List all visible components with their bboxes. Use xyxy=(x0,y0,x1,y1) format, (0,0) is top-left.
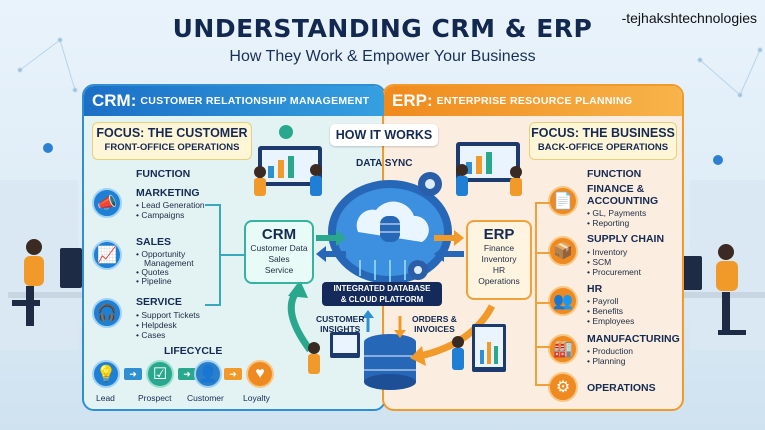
erp-hr-item: • Employees xyxy=(587,316,635,326)
erp-supply-item: • SCM xyxy=(587,257,612,267)
erp-card: ERP Finance Inventory HR Operations xyxy=(466,220,532,300)
boxes-icon: 📦 xyxy=(548,236,578,266)
crm-lifecycle-label: LIFECYCLE xyxy=(164,345,223,357)
crm-focus-sub: FRONT-OFFICE OPERATIONS xyxy=(104,142,240,153)
crm-function-label: FUNCTION xyxy=(136,168,191,180)
crm-service-item: • Support Tickets xyxy=(136,310,200,320)
crm-marketing-item: • Lead Generation xyxy=(136,200,205,210)
page-title: UNDERSTANDING CRM & ERP xyxy=(172,14,593,43)
watermark-text: -tejhakshtechnologies xyxy=(621,10,757,26)
crm-sales-item: • Opportunity xyxy=(136,249,186,259)
crm-sales-item: • Quotes xyxy=(136,267,169,277)
erp-manufacturing-item: • Production xyxy=(587,346,633,356)
crm-service-item: • Cases xyxy=(136,330,166,340)
erp-abbr: ERP: xyxy=(392,91,433,110)
arrow-right-icon: ➜ xyxy=(224,368,242,380)
arrow-right-icon: ➜ xyxy=(178,368,196,380)
factory-icon: 🏭 xyxy=(548,334,578,364)
crm-focus-title: FOCUS: THE CUSTOMER xyxy=(96,126,248,140)
erp-finance-label-2: ACCOUNTING xyxy=(587,195,659,207)
crm-abbr: CRM: xyxy=(92,91,137,110)
crm-sales-label: SALES xyxy=(136,236,172,248)
crm-service-item: • Helpdesk xyxy=(136,320,177,330)
how-it-works-label: HOW IT WORKS xyxy=(330,124,438,146)
erp-card-title: ERP xyxy=(483,226,515,243)
erp-card-line: Finance xyxy=(483,243,515,253)
people-icon: 👥 xyxy=(548,286,578,316)
erp-hr-item: • Benefits xyxy=(587,306,624,316)
crm-service-label: SERVICE xyxy=(136,296,182,308)
customer-insights-line-2: INSIGHTS xyxy=(320,324,361,334)
erp-hr-item: • Payroll xyxy=(587,296,619,306)
platform-line-1: INTEGRATED DATABASE xyxy=(333,284,431,293)
orders-invoices-line-2: INVOICES xyxy=(414,324,455,334)
crm-focus-box: FOCUS: THE CUSTOMER FRONT-OFFICE OPERATI… xyxy=(92,122,252,160)
customer-insights-line-1: CUSTOMER xyxy=(316,314,365,324)
orders-invoices-line-1: ORDERS & xyxy=(412,314,457,324)
crm-card-line: Service xyxy=(264,265,294,275)
lifecycle-loyalty: Loyalty xyxy=(243,393,270,403)
erp-operations-label: OPERATIONS xyxy=(587,382,656,394)
erp-hr-label: HR xyxy=(587,283,603,295)
finance-document-icon: 📄 xyxy=(548,186,578,216)
center-diagram xyxy=(254,125,522,390)
erp-supply-label: SUPPLY CHAIN xyxy=(587,233,665,245)
crm-sales-item: Management xyxy=(144,258,194,268)
integrated-platform-label: INTEGRATED DATABASE & CLOUD PLATFORM xyxy=(322,282,442,306)
sales-chart-icon: 📈 xyxy=(92,240,122,270)
erp-card-line: Inventory xyxy=(481,254,517,264)
erp-card-line: Operations xyxy=(478,276,520,286)
erp-finance-label: FINANCE & xyxy=(587,183,645,195)
erp-header: ERP: ENTERPRISE RESOURCE PLANNING xyxy=(384,86,682,116)
erp-manufacturing-item: • Planning xyxy=(587,356,626,366)
lifecycle-lead: Lead xyxy=(96,393,115,403)
gear-icon: ⚙ xyxy=(548,372,578,402)
erp-focus-sub: BACK-OFFICE OPERATIONS xyxy=(537,142,669,153)
crm-header: CRM: CUSTOMER RELATIONSHIP MANAGEMENT xyxy=(84,86,384,116)
headset-icon: 🎧 xyxy=(92,298,122,328)
data-sync-label: DATA SYNC xyxy=(356,158,413,169)
megaphone-icon: 📣 xyxy=(92,188,122,218)
platform-line-2: & CLOUD PLATFORM xyxy=(340,295,424,304)
erp-supply-item: • Procurement xyxy=(587,267,641,277)
erp-function-label: FUNCTION xyxy=(587,168,642,180)
erp-finance-item: • Reporting xyxy=(587,218,630,228)
crm-marketing-item: • Campaigns xyxy=(136,210,185,220)
erp-finance-item: • GL, Payments xyxy=(587,208,647,218)
erp-supply-item: • Inventory xyxy=(587,247,628,257)
crm-sales-item: • Pipeline xyxy=(136,276,172,286)
orders-invoices-label: ORDERS & INVOICES xyxy=(412,314,457,334)
checklist-icon: ☑ xyxy=(146,360,174,388)
erp-focus-title: FOCUS: THE BUSINESS xyxy=(531,126,675,140)
page-subtitle: How They Work & Empower Your Business xyxy=(229,48,536,65)
customer-insights-label: CUSTOMER INSIGHTS xyxy=(316,314,365,334)
customer-icon: 👤 xyxy=(194,360,222,388)
crm-marketing-label: MARKETING xyxy=(136,187,200,199)
erp-full-name: ENTERPRISE RESOURCE PLANNING xyxy=(436,95,633,107)
crm-card: CRM Customer Data Sales Service xyxy=(244,220,314,284)
erp-manufacturing-label: MANUFACTURING xyxy=(587,333,680,345)
erp-connector-lines xyxy=(535,202,550,386)
erp-card-line: HR xyxy=(492,265,506,275)
arrow-right-icon: ➜ xyxy=(124,368,142,380)
lightbulb-icon: 💡 xyxy=(92,360,120,388)
lifecycle-prospect: Prospect xyxy=(138,393,172,403)
crm-card-line: Customer Data xyxy=(250,243,308,253)
lifecycle-customer: Customer xyxy=(187,393,224,403)
crm-full-name: CUSTOMER RELATIONSHIP MANAGEMENT xyxy=(140,95,370,107)
heart-icon: ♥ xyxy=(246,360,274,388)
erp-focus-box: FOCUS: THE BUSINESS BACK-OFFICE OPERATIO… xyxy=(529,122,677,160)
crm-card-line: Sales xyxy=(268,254,290,264)
crm-card-title: CRM xyxy=(261,226,297,243)
crm-connector-lines xyxy=(205,204,245,306)
